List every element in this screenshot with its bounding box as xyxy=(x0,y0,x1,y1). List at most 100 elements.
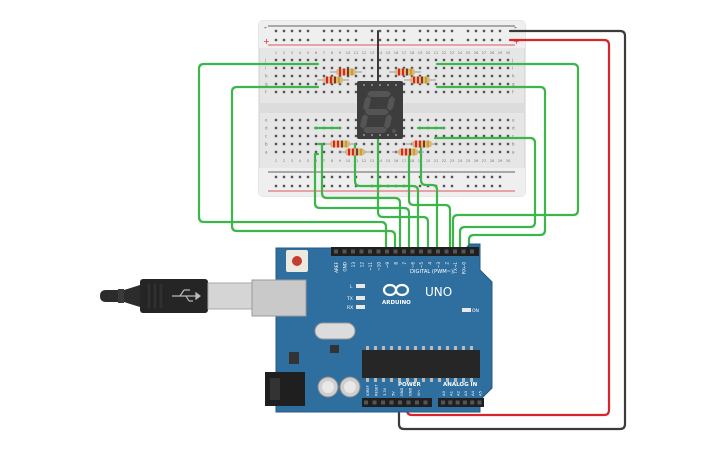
breadboard-hole[interactable] xyxy=(362,74,366,78)
breadboard-hole[interactable] xyxy=(282,66,286,70)
breadboard-hole[interactable] xyxy=(306,126,310,130)
breadboard-hole[interactable] xyxy=(274,142,278,146)
rail-hole[interactable] xyxy=(378,175,382,179)
breadboard-hole[interactable] xyxy=(346,118,350,122)
breadboard-hole[interactable] xyxy=(354,66,358,70)
seven-segment-display[interactable]: 8 xyxy=(357,81,403,139)
breadboard-hole[interactable] xyxy=(322,150,326,154)
breadboard-hole[interactable] xyxy=(442,150,446,154)
breadboard-hole[interactable] xyxy=(346,90,350,94)
breadboard-hole[interactable] xyxy=(466,150,470,154)
rail-hole[interactable] xyxy=(290,29,294,33)
breadboard-hole[interactable] xyxy=(386,66,390,70)
breadboard-hole[interactable] xyxy=(362,142,366,146)
breadboard-hole[interactable] xyxy=(322,90,326,94)
breadboard-hole[interactable] xyxy=(306,118,310,122)
rail-hole[interactable] xyxy=(490,29,494,33)
rail-hole[interactable] xyxy=(290,184,294,188)
breadboard-hole[interactable] xyxy=(402,66,406,70)
rail-hole[interactable] xyxy=(474,38,478,42)
breadboard-hole[interactable] xyxy=(426,134,430,138)
breadboard-hole[interactable] xyxy=(290,142,294,146)
breadboard-hole[interactable] xyxy=(482,134,486,138)
breadboard-hole[interactable] xyxy=(450,90,454,94)
breadboard-hole[interactable] xyxy=(274,134,278,138)
breadboard-hole[interactable] xyxy=(426,90,430,94)
rail-hole[interactable] xyxy=(346,175,350,179)
breadboard-hole[interactable] xyxy=(418,82,422,86)
breadboard-hole[interactable] xyxy=(282,150,286,154)
breadboard-hole[interactable] xyxy=(450,58,454,62)
breadboard-hole[interactable] xyxy=(474,150,478,154)
breadboard-hole[interactable] xyxy=(338,66,342,70)
breadboard-hole[interactable] xyxy=(322,82,326,86)
breadboard-hole[interactable] xyxy=(442,58,446,62)
rail-hole[interactable] xyxy=(282,29,286,33)
breadboard-hole[interactable] xyxy=(466,58,470,62)
rail-hole[interactable] xyxy=(274,29,278,33)
wire-segment-d[interactable] xyxy=(313,152,411,252)
breadboard-hole[interactable] xyxy=(434,58,438,62)
breadboard-hole[interactable] xyxy=(402,134,406,138)
rail-hole[interactable] xyxy=(498,184,502,188)
breadboard-hole[interactable] xyxy=(386,142,390,146)
rail-hole[interactable] xyxy=(386,29,390,33)
breadboard-hole[interactable] xyxy=(354,134,358,138)
resistor[interactable] xyxy=(392,148,424,156)
rail-hole[interactable] xyxy=(498,175,502,179)
rail-hole[interactable] xyxy=(418,38,422,42)
breadboard-hole[interactable] xyxy=(378,150,382,154)
rail-hole[interactable] xyxy=(338,38,342,42)
breadboard-hole[interactable] xyxy=(330,82,334,86)
breadboard-hole[interactable] xyxy=(362,66,366,70)
breadboard-hole[interactable] xyxy=(298,150,302,154)
breadboard-hole[interactable] xyxy=(506,142,510,146)
rail-hole[interactable] xyxy=(482,184,486,188)
breadboard-hole[interactable] xyxy=(410,58,414,62)
breadboard-hole[interactable] xyxy=(434,118,438,122)
breadboard-hole[interactable] xyxy=(490,150,494,154)
breadboard-hole[interactable] xyxy=(506,74,510,78)
wire-segment-i[interactable] xyxy=(435,85,547,252)
breadboard-hole[interactable] xyxy=(314,118,318,122)
reset-button-cap[interactable] xyxy=(292,256,302,266)
breadboard-hole[interactable] xyxy=(402,58,406,62)
breadboard-hole[interactable] xyxy=(490,90,494,94)
breadboard-hole[interactable] xyxy=(426,74,430,78)
breadboard-hole[interactable] xyxy=(298,142,302,146)
breadboard-hole[interactable] xyxy=(450,126,454,130)
breadboard-hole[interactable] xyxy=(498,58,502,62)
rail-hole[interactable] xyxy=(370,29,374,33)
rail-hole[interactable] xyxy=(306,175,310,179)
breadboard-hole[interactable] xyxy=(458,134,462,138)
breadboard-hole[interactable] xyxy=(338,74,342,78)
breadboard-hole[interactable] xyxy=(402,82,406,86)
breadboard-hole[interactable] xyxy=(498,82,502,86)
breadboard-hole[interactable] xyxy=(370,58,374,62)
breadboard-hole[interactable] xyxy=(330,66,334,70)
breadboard-hole[interactable] xyxy=(338,118,342,122)
breadboard-hole[interactable] xyxy=(314,134,318,138)
breadboard-hole[interactable] xyxy=(410,118,414,122)
rail-hole[interactable] xyxy=(274,38,278,42)
resistor[interactable] xyxy=(404,76,436,84)
breadboard-hole[interactable] xyxy=(434,82,438,86)
rail-hole[interactable] xyxy=(394,29,398,33)
breadboard-hole[interactable] xyxy=(402,126,406,130)
breadboard-hole[interactable] xyxy=(306,58,310,62)
breadboard-hole[interactable] xyxy=(354,58,358,62)
breadboard-hole[interactable] xyxy=(274,118,278,122)
breadboard-hole[interactable] xyxy=(346,58,350,62)
breadboard-hole[interactable] xyxy=(322,66,326,70)
breadboard-hole[interactable] xyxy=(418,74,422,78)
rail-hole[interactable] xyxy=(338,175,342,179)
rail-hole[interactable] xyxy=(466,184,470,188)
resistor[interactable] xyxy=(317,76,349,84)
breadboard-hole[interactable] xyxy=(482,142,486,146)
rail-hole[interactable] xyxy=(274,184,278,188)
breadboard-hole[interactable] xyxy=(426,58,430,62)
breadboard-hole[interactable] xyxy=(394,74,398,78)
rail-hole[interactable] xyxy=(426,38,430,42)
breadboard-hole[interactable] xyxy=(338,134,342,138)
wire-segment-h[interactable] xyxy=(433,136,537,252)
